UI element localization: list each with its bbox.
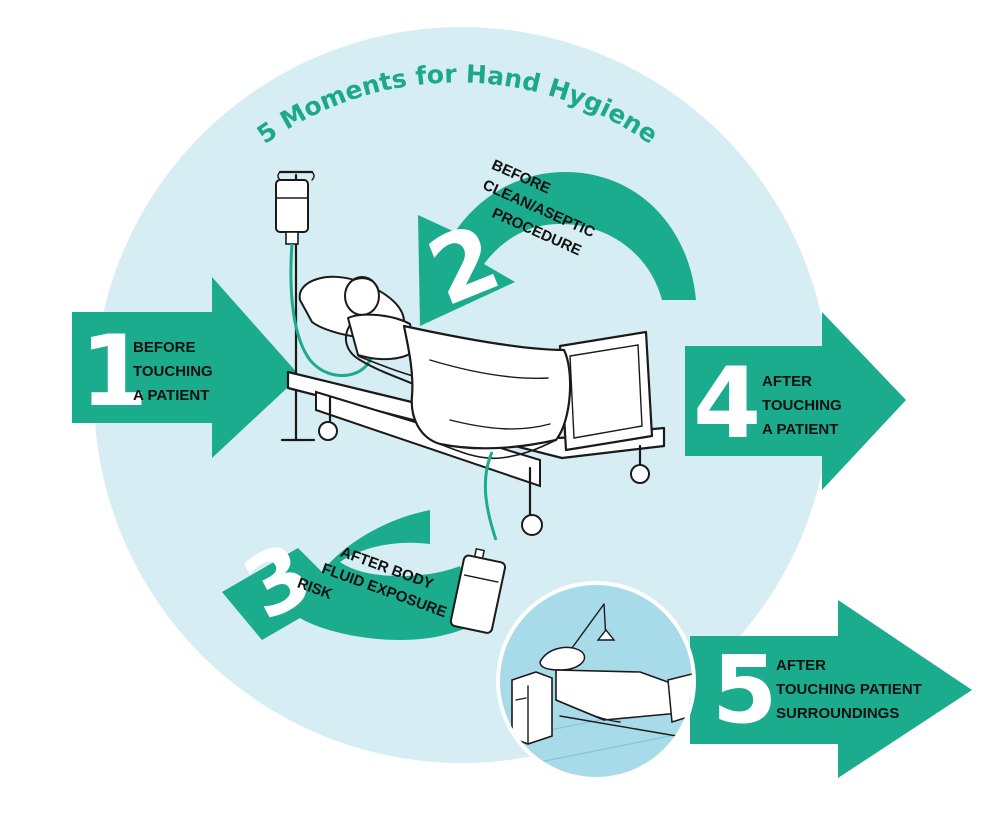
- moment-4-arrow: 4 AFTER TOUCHING A PATIENT: [685, 312, 906, 490]
- moment-1-label-line-2: TOUCHING: [133, 363, 213, 380]
- patient-surroundings-circle: [496, 581, 696, 781]
- bedside-cabinet: [511, 671, 553, 745]
- drainage-tube: [483, 451, 498, 541]
- moment-1-label-line-3: A PATIENT: [133, 387, 209, 404]
- moment-1-arrow: 1 BEFORE TOUCHING A PATIENT: [72, 277, 300, 458]
- drainage-bag: [449, 547, 507, 634]
- patient-bed-illustration: [275, 170, 666, 634]
- moment-4-number: 4: [693, 347, 761, 461]
- bed-wheel: [630, 464, 650, 484]
- bed-wheel: [318, 421, 338, 441]
- moment-4-label-line-1: AFTER: [762, 373, 812, 390]
- iv-tube: [289, 243, 374, 377]
- moment-4-label-line-2: TOUCHING: [762, 397, 842, 414]
- bed-wheel: [521, 514, 543, 536]
- moment-1-label-line-1: BEFORE: [133, 339, 196, 356]
- moment-5-number: 5: [712, 636, 777, 745]
- moment-1-number: 1: [80, 315, 148, 429]
- moment-5-label-line-3: SURROUNDINGS: [776, 705, 899, 722]
- moment-5-label-line-1: AFTER: [776, 657, 826, 674]
- moment-5-label-line-2: TOUCHING PATIENT: [776, 681, 922, 698]
- moment-4-label-line-3: A PATIENT: [762, 421, 838, 438]
- moment-3-arrow: 3 AFTER BODY FLUID EXPOSURE RISK: [222, 510, 480, 640]
- iv-bag: [275, 179, 309, 233]
- moment-5-arrow: 5 AFTER TOUCHING PATIENT SURROUNDINGS: [690, 600, 972, 778]
